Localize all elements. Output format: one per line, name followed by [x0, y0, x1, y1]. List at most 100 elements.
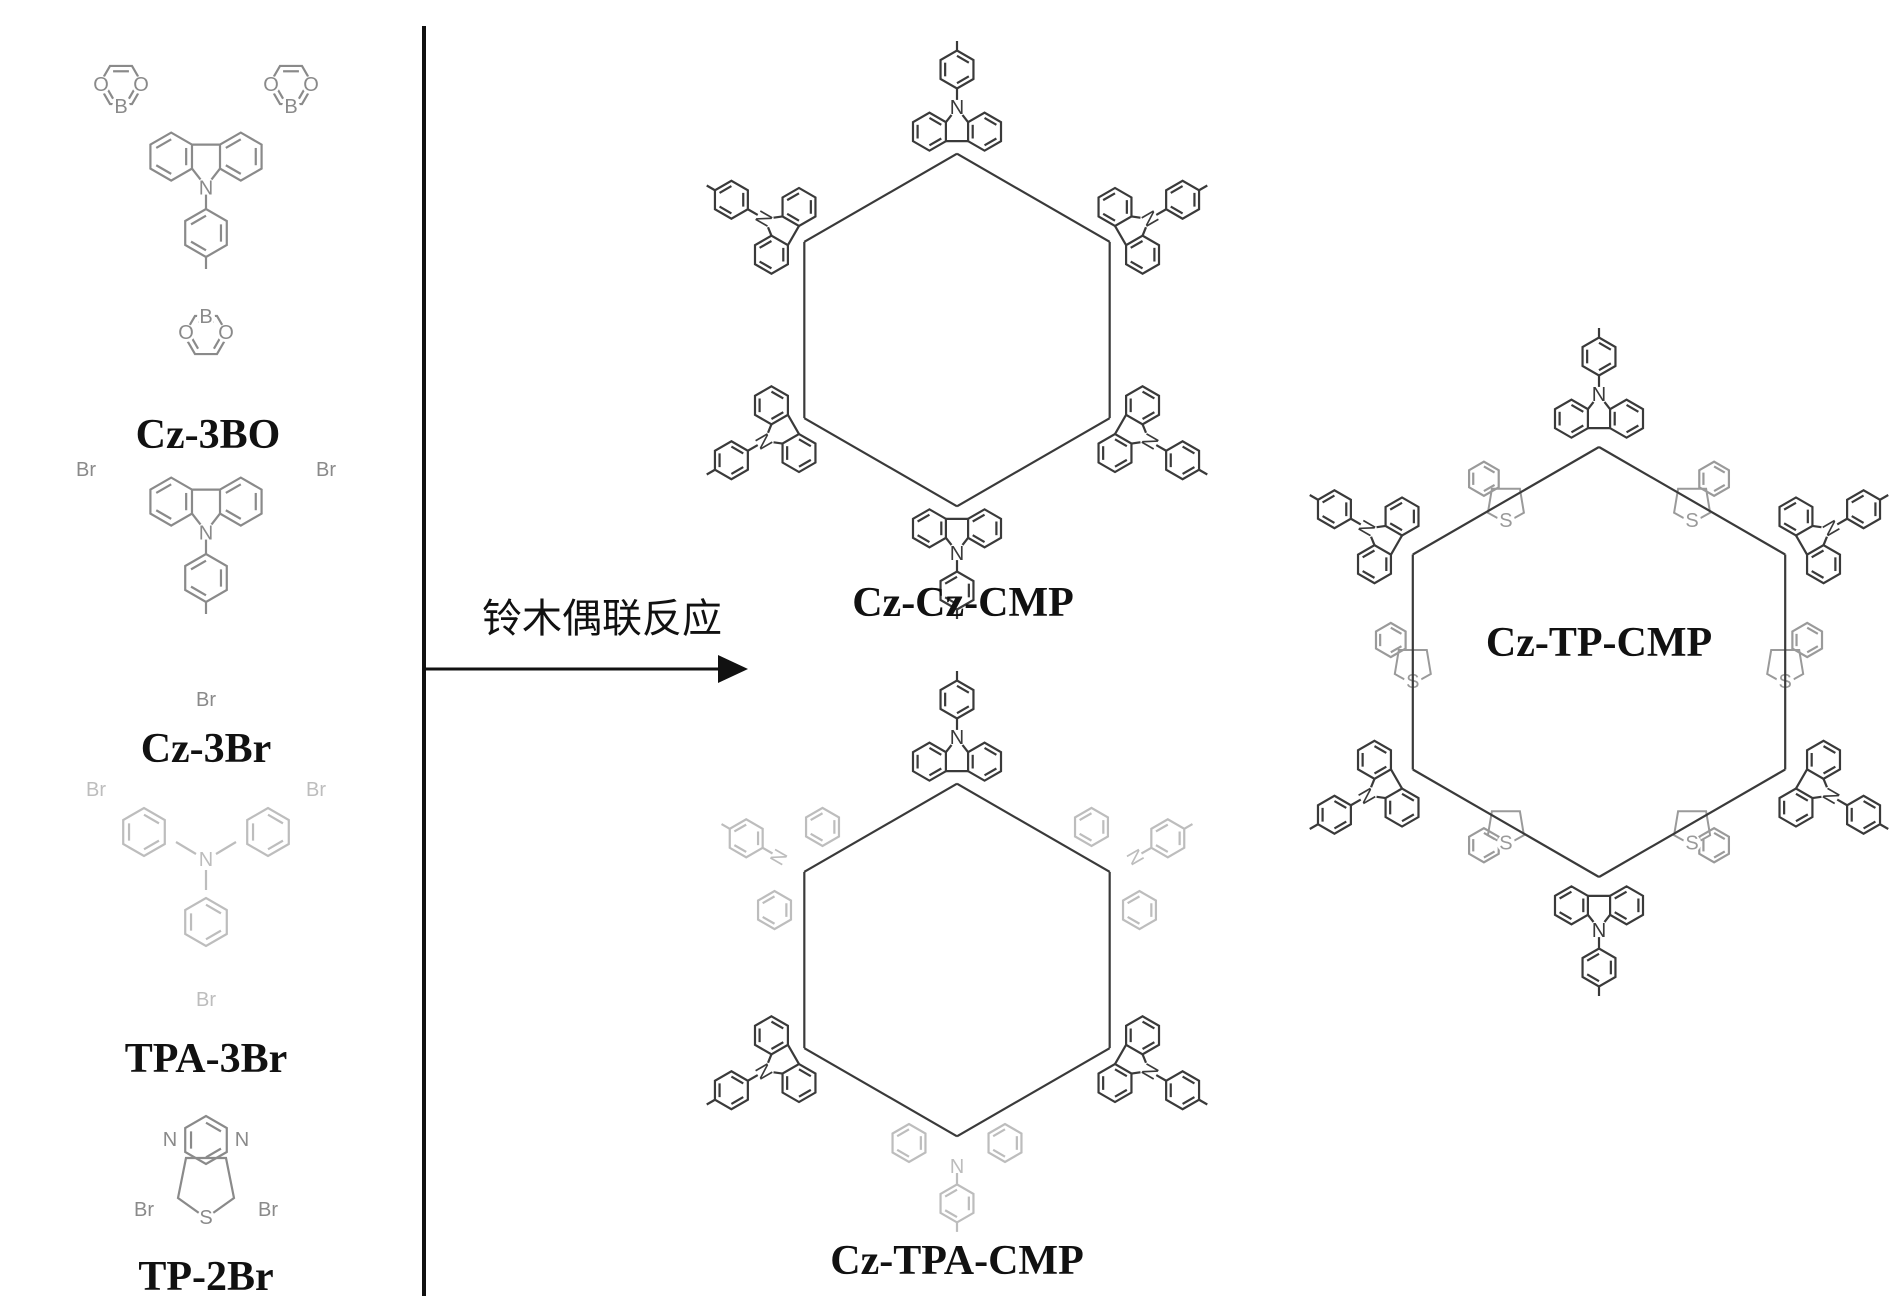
bond [944, 575, 958, 585]
atom-s: S [199, 1207, 212, 1229]
bond [1795, 792, 1809, 802]
bond [1389, 800, 1392, 815]
benzene-ring [804, 806, 841, 848]
bond [718, 453, 721, 468]
carbazole-node: N [911, 41, 1003, 152]
bond [1155, 208, 1167, 216]
bond [267, 813, 284, 825]
bond [1169, 453, 1172, 468]
bond [810, 812, 824, 822]
bond [190, 214, 207, 226]
atom-bg [87, 781, 105, 799]
bond [1570, 404, 1584, 413]
atom-bg [197, 691, 215, 709]
atom-o: O [93, 74, 109, 96]
bond [1559, 911, 1573, 920]
bond [190, 559, 207, 571]
benzene-ring [1581, 336, 1617, 377]
bond [1127, 915, 1141, 925]
carbazole-node: N [1097, 1015, 1208, 1111]
atom-bg [1140, 432, 1159, 451]
atom-s: S [1499, 832, 1512, 854]
atom-bg [948, 728, 966, 747]
label-cz-3bo: Cz-3BO [136, 412, 281, 458]
benzene-ring [911, 741, 948, 782]
benzene-ring [1150, 818, 1186, 859]
bond [1155, 1074, 1167, 1082]
benzene-ring [966, 741, 1003, 782]
bond [747, 1074, 759, 1082]
bond [956, 1047, 1111, 1138]
bond [1155, 823, 1169, 833]
atom-bg [1140, 209, 1159, 228]
bond [983, 747, 997, 756]
bond [1309, 823, 1319, 830]
bond [833, 820, 836, 834]
bond [770, 1020, 784, 1030]
bond [718, 1083, 721, 1098]
bond [1114, 438, 1128, 448]
atom-bg [197, 177, 215, 196]
bond [1879, 494, 1889, 501]
bond [972, 513, 986, 523]
bond [1155, 844, 1169, 853]
bond [155, 164, 172, 175]
benzene-ring [756, 889, 793, 931]
label-cz-cz-cmp: Cz-Cz-CMP [852, 580, 1074, 626]
thiophene-ring [1672, 487, 1712, 524]
bond [956, 75, 970, 85]
atom-bg [1496, 511, 1515, 530]
benzene-ring [1097, 186, 1133, 228]
benzene-ring [1356, 739, 1393, 781]
bond [917, 534, 931, 543]
atom-n: N [752, 207, 778, 231]
benzene-ring [1791, 621, 1824, 659]
bond [762, 895, 776, 905]
bond [758, 1028, 761, 1043]
atom-bg [262, 76, 280, 94]
benzene-ring [1165, 1069, 1201, 1111]
atom-b: B [114, 96, 127, 118]
atom-bg [1125, 848, 1144, 867]
atom-bg [1683, 511, 1702, 530]
bond [810, 832, 824, 842]
bond [1795, 534, 1809, 556]
benzene-ring [1097, 432, 1133, 474]
atom-s: S [1685, 832, 1698, 854]
atom-n: N [752, 1059, 778, 1083]
bond [956, 782, 1111, 873]
bond [798, 438, 812, 448]
bond [1863, 800, 1876, 809]
bond [1129, 1028, 1132, 1043]
bond [972, 534, 986, 543]
bond [1183, 823, 1194, 830]
bond [1182, 1075, 1195, 1085]
atom-bg [317, 461, 335, 479]
benzene-ring [753, 234, 790, 275]
atom-bg [1590, 385, 1608, 404]
atom-n: N [199, 849, 213, 871]
atom-bg [755, 209, 774, 228]
atom-bg [1821, 519, 1840, 538]
atom-bg [948, 98, 966, 117]
bond [1350, 798, 1362, 807]
bond [917, 513, 931, 523]
bond [956, 417, 1111, 508]
bond [1390, 626, 1403, 635]
bond [1614, 911, 1628, 920]
bond [1783, 501, 1797, 511]
benzene-ring [753, 1015, 790, 1056]
bond [798, 1068, 812, 1078]
bond [730, 1075, 744, 1085]
atom-bg [77, 461, 95, 479]
atom-b: B [199, 306, 212, 328]
bond [1114, 1068, 1128, 1078]
benzene-ring [781, 432, 817, 474]
benzene-ring [713, 439, 749, 481]
bond [1850, 807, 1853, 822]
atom-n: N [1136, 207, 1162, 231]
bond [1102, 212, 1116, 222]
benzene-ring [1384, 496, 1420, 537]
bond [1625, 424, 1639, 434]
carbazole-node: N [706, 1015, 817, 1111]
